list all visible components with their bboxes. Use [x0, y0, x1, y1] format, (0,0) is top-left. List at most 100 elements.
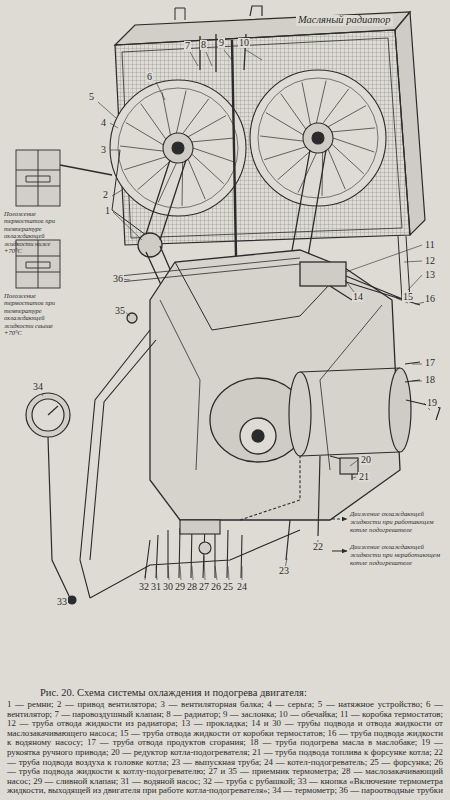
pipes-stroke — [199, 542, 211, 554]
callout-number: 1 — [104, 206, 111, 216]
engine-block — [120, 236, 420, 520]
fans-stroke-stroke — [328, 149, 345, 189]
heater-boiler-stroke — [300, 368, 400, 456]
heater-boiler-stroke — [340, 458, 358, 474]
fans-stroke-stroke — [124, 157, 166, 170]
thermometer-stroke — [48, 437, 70, 598]
fans-stroke-stroke — [126, 123, 163, 145]
callout-number: 14 — [352, 292, 364, 302]
callout-number: 27 — [198, 582, 210, 592]
callout-number: 28 — [186, 582, 198, 592]
fans-stroke — [250, 70, 386, 206]
fans-stroke-stroke — [332, 128, 375, 132]
engine-block-stroke — [398, 236, 410, 300]
callout-number: 26 — [210, 582, 222, 592]
inset-note: Положение термостатов при температуре ох… — [4, 210, 66, 255]
callout-number: 17 — [424, 358, 436, 368]
fans-stroke-stroke — [264, 147, 306, 160]
callout-number: 32 — [138, 582, 150, 592]
heater-boiler-stroke — [289, 372, 311, 456]
fans-stroke-stroke — [176, 91, 186, 134]
pipes-stroke — [90, 340, 156, 560]
callout-number: 11 — [424, 240, 436, 250]
callout-number: 23 — [278, 566, 290, 576]
engine-block-stroke — [240, 418, 276, 454]
fans-stroke — [118, 88, 238, 208]
fans-stroke — [110, 80, 246, 216]
callout-number: 13 — [424, 270, 436, 280]
thermostat-insets-stroke — [16, 150, 60, 206]
radiator-stroke — [250, 6, 262, 16]
callout-number: 19 — [426, 398, 438, 408]
callout-number: 18 — [424, 375, 436, 385]
leader-lines-stroke — [145, 556, 242, 580]
engine-block-stroke — [300, 262, 346, 286]
pipes — [80, 330, 300, 598]
leader-lines-stroke — [350, 460, 358, 478]
caption-legend: 1 — ремни; 2 — привод вентилятора; 3 — в… — [7, 700, 443, 796]
legend-samples-stroke — [332, 551, 347, 552]
engine-block-stroke — [252, 430, 264, 442]
callout-number: 6 — [146, 72, 153, 82]
pipes-stroke — [90, 530, 300, 598]
callout-number: 30 — [162, 582, 174, 592]
fans-stroke-stroke — [281, 94, 306, 130]
callout-number: 31 — [150, 582, 162, 592]
thermostat-insets-stroke — [16, 240, 60, 288]
part-name: Масляный радиатор — [296, 15, 393, 26]
fans-stroke-stroke — [188, 159, 205, 199]
callout-number: 9 — [218, 38, 225, 48]
inset-note: Положение термостатов при температуре ох… — [4, 292, 66, 337]
leader-lines-stroke — [42, 279, 130, 602]
leader-lines-stroke — [190, 50, 262, 66]
fans-stroke-stroke — [192, 138, 235, 142]
fans-stroke-stroke — [260, 136, 303, 141]
pipes-stroke — [180, 520, 220, 534]
fans-stroke-stroke — [298, 153, 316, 193]
engine-block-stroke — [150, 250, 400, 520]
callout-number: 4 — [100, 118, 107, 128]
callout-number: 36 — [112, 274, 124, 284]
engine-block-stroke — [120, 258, 300, 282]
callout-number: 7 — [184, 41, 191, 51]
fans-stroke-stroke — [323, 89, 349, 124]
fans-stroke-stroke — [162, 92, 170, 135]
thermometer-stroke — [48, 406, 58, 415]
fans-stroke-stroke — [316, 81, 326, 124]
engine-block-stroke — [160, 300, 382, 470]
fans-stroke-stroke — [302, 82, 310, 125]
thermostat-insets-stroke — [16, 240, 60, 288]
callout-number: 20 — [360, 455, 372, 465]
fans-stroke-stroke — [183, 99, 209, 134]
leader-lines-stroke — [346, 245, 422, 290]
fans-stroke — [172, 142, 184, 154]
pipes-stroke — [240, 456, 300, 520]
fans-stroke-stroke — [266, 113, 303, 135]
heater-boiler-stroke — [389, 368, 411, 452]
thermometer-stroke — [32, 399, 64, 431]
fans-stroke — [312, 132, 324, 144]
callout-number: 10 — [238, 38, 250, 48]
callout-number: 25 — [222, 582, 234, 592]
engine-block-stroke — [330, 276, 420, 305]
callout-number: 16 — [424, 294, 436, 304]
radiator-stroke — [175, 8, 185, 20]
legend-text: Движение охлаждающей жидкости при нерабо… — [350, 543, 446, 566]
fans-stroke — [120, 81, 375, 206]
fans — [110, 70, 386, 216]
fans-stroke-stroke — [193, 148, 234, 162]
legend-samples — [332, 519, 347, 551]
fans-stroke — [258, 78, 378, 198]
leader-lines-stroke — [98, 82, 165, 240]
fans-stroke-stroke — [328, 106, 366, 127]
callout-number: 29 — [174, 582, 186, 592]
engine-block-stroke — [175, 262, 345, 330]
thermometer — [26, 393, 76, 604]
callout-number: 12 — [424, 256, 436, 266]
thermostat-insets-stroke — [16, 150, 60, 206]
fans-stroke-stroke — [141, 104, 166, 140]
fans-stroke-stroke — [333, 138, 374, 152]
fan-drive-stroke — [138, 233, 162, 257]
leader-lines-stroke — [345, 280, 426, 304]
callout-number: 2 — [102, 190, 109, 200]
